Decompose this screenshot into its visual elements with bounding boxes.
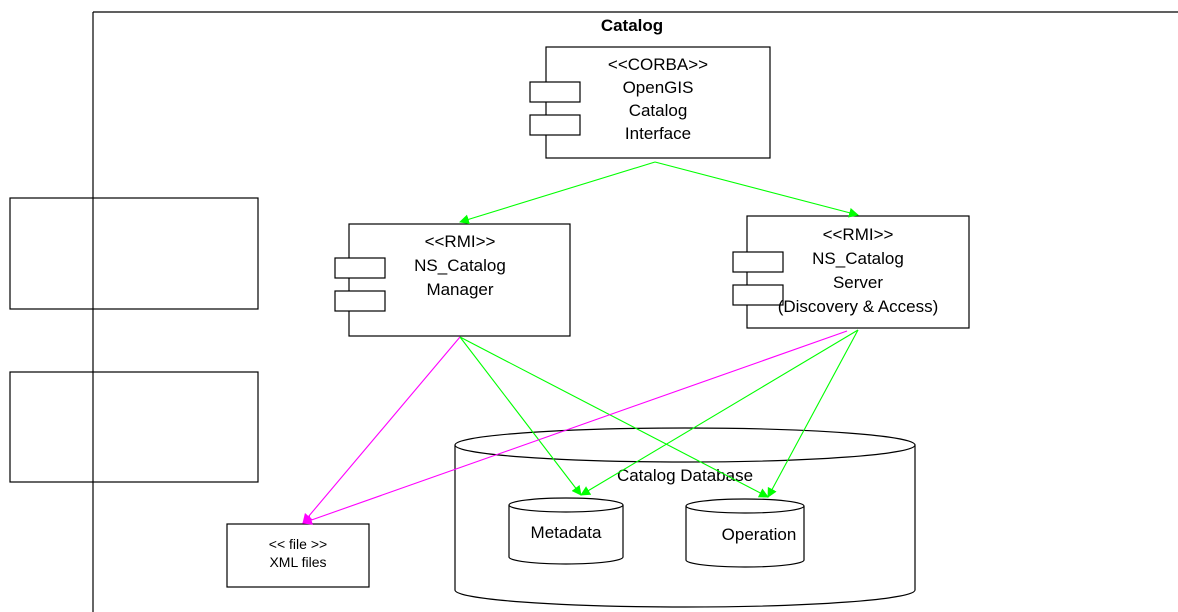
xml-label: XML files (269, 554, 326, 570)
server-component: <<RMI>> NS_Catalog Server (Discovery & A… (732, 215, 970, 329)
package-title: Catalog (601, 16, 663, 35)
arrow-server-to-metadata (580, 329, 859, 496)
arrow-manager-to-xml (302, 336, 461, 524)
arrow-corba-to-manager (459, 161, 656, 225)
arrow-manager-to-metadata (459, 336, 582, 496)
xml-files-artifact: << file >> XML files (226, 523, 370, 588)
corba-port-bottom (529, 114, 581, 136)
catalog-package: Catalog (92, 11, 1178, 612)
server-line-4: (Discovery & Access) (778, 297, 939, 316)
corba-line-3: Catalog (629, 101, 688, 120)
arrow-server-to-operation (767, 329, 859, 498)
server-port-bottom (732, 284, 784, 306)
manager-line-2: NS_Catalog (414, 256, 506, 275)
corba-stereotype: <<CORBA>> (608, 55, 708, 74)
manager-port-bottom (334, 290, 386, 312)
green-dependencies (459, 161, 859, 498)
server-port-top (732, 251, 784, 273)
arrow-server-to-xml (302, 330, 848, 525)
operation-store: Operation (685, 498, 805, 568)
manager-component: <<RMI>> NS_Catalog Manager (334, 223, 571, 337)
server-line-3: Server (833, 273, 883, 292)
manager-line-3: Manager (426, 280, 493, 299)
database-title: Catalog Database (617, 466, 753, 485)
server-stereotype: <<RMI>> (823, 225, 894, 244)
corba-line-2: OpenGIS (623, 78, 694, 97)
xml-stereotype: << file >> (269, 536, 327, 552)
corba-port-top (529, 81, 581, 103)
manager-port-top (334, 257, 386, 279)
metadata-label: Metadata (531, 523, 602, 542)
left-box-bottom (9, 371, 259, 483)
manager-stereotype: <<RMI>> (425, 232, 496, 251)
arrow-corba-to-server (654, 161, 859, 218)
metadata-store: Metadata (508, 497, 624, 565)
corba-line-4: Interface (625, 124, 691, 143)
server-line-2: NS_Catalog (812, 249, 904, 268)
magenta-dependencies (302, 330, 848, 525)
operation-label: Operation (722, 525, 797, 544)
arrow-manager-to-operation (459, 336, 769, 498)
corba-component: <<CORBA>> OpenGIS Catalog Interface (529, 46, 771, 159)
left-box-top (9, 197, 259, 310)
